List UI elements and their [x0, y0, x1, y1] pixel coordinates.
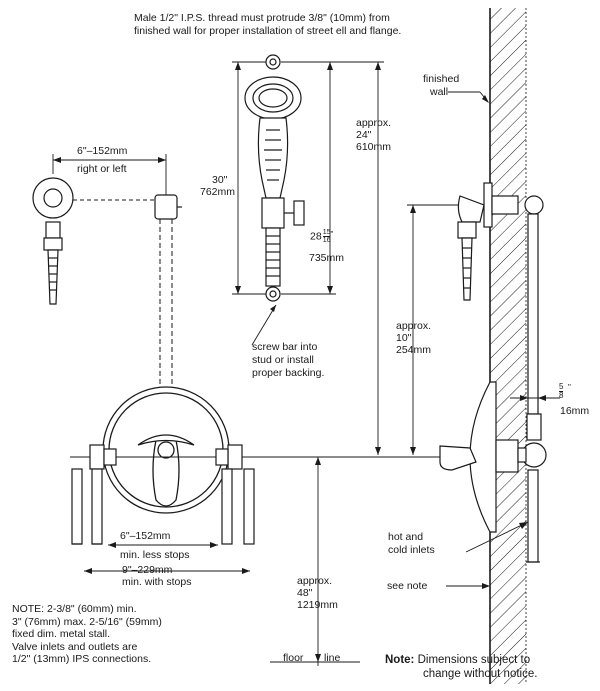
flange-den: 8: [559, 391, 564, 400]
offset-arrows: [53, 157, 166, 163]
bottom-left-note: NOTE: 2-3/8" (60mm) min. 3" (76mm) max. …: [12, 603, 242, 666]
floor-line-label-2: line: [324, 652, 341, 664]
screw-note-3: proper backing.: [252, 367, 325, 379]
bottom-note-line-3: fixed dim. metal stall.: [12, 628, 111, 640]
bottom-right-note-1: Dimensions subject to: [417, 654, 531, 666]
screw-note-2: stud or install: [252, 354, 314, 366]
finished-wall: [489, 8, 527, 684]
approx48-label-3: 1219mm: [297, 599, 338, 611]
dashed-riser: [159, 219, 173, 395]
bottom-note-line-5: 1/2" (13mm) IPS connections.: [12, 653, 152, 665]
approx24-label-3: 610mm: [356, 141, 392, 153]
bottom-right-note-2: change without notice.: [423, 668, 538, 680]
bar28-den: 16: [322, 236, 331, 244]
finished-wall-label-2: wall: [430, 86, 449, 98]
with-stops-label-2: min. with stops: [122, 576, 192, 588]
bottom-right-note: Note: Dimensions subject to change witho…: [385, 653, 595, 681]
valve-body-stops: [70, 444, 485, 545]
flange-arrows: [520, 395, 546, 401]
with-stops-label-1: 9"–229mm: [122, 564, 173, 576]
bar28-unit: ": [330, 230, 334, 239]
side-leader-arrows: [482, 95, 528, 589]
flange-mm: 16mm: [560, 405, 590, 417]
top-note-line2: finished wall for proper installation of…: [134, 25, 402, 37]
approx48-label-1: approx.: [297, 575, 333, 587]
bottom-note-line-4: Valve inlets and outlets are: [12, 640, 138, 653]
offset-label-1: 6"–152mm: [77, 145, 128, 157]
bar30-label-2: 762mm: [200, 186, 236, 198]
screw-note-1: screw bar into: [252, 341, 318, 353]
dimension-arrows-bar: [235, 62, 416, 455]
offset-elbow-detail: [32, 177, 182, 305]
less-stops-label-2: min. less stops: [120, 549, 190, 561]
bottom-right-note-bold: Note:: [385, 654, 415, 666]
bar28-num: 15: [322, 229, 331, 236]
dimension-lines-bar: [232, 61, 460, 455]
approx24-label-2: 24": [356, 129, 372, 141]
valve-trim-front: [102, 386, 230, 514]
hot-cold-label-2: cold inlets: [388, 544, 435, 556]
approx24-label-1: approx.: [356, 117, 392, 129]
flange-unit: ": [568, 383, 571, 392]
see-note-label: see note: [387, 580, 428, 592]
floor-dimension: [270, 457, 360, 663]
approx48-label-2: 48": [297, 587, 313, 599]
top-note-line1: Male 1/2" I.P.S. thread must protrude 3/…: [134, 12, 390, 24]
side-view-valve: [439, 381, 547, 563]
less-stops-dimension: [84, 544, 250, 572]
bar30-label-1: 30": [212, 174, 228, 186]
bottom-note-line-1: NOTE: 2-3/8" (60mm) min.: [12, 603, 137, 615]
screw-leader: [251, 304, 277, 346]
hot-cold-label-1: hot and: [388, 531, 424, 543]
stops-arrows: [84, 542, 250, 574]
offset-dimension: [52, 154, 167, 201]
less-stops-label-1: 6"–152mm: [120, 530, 171, 542]
bottom-note-line-2: 3" (76mm) max. 2-5/16" (59mm): [12, 615, 162, 628]
approx10-label-2: 10": [396, 332, 412, 344]
bar28-whole: 28: [310, 230, 322, 243]
bar28-mm: 735mm: [309, 252, 345, 264]
floor-line-label-1: floor: [283, 652, 304, 664]
finished-wall-label-1: finished: [423, 73, 460, 85]
offset-label-2: right or left: [77, 163, 127, 175]
hand-shower-front: [244, 54, 305, 302]
flange-num: 5: [559, 382, 564, 391]
approx10-label-3: 254mm: [396, 344, 432, 356]
side-view-outlet: [457, 182, 544, 415]
approx10-label-1: approx.: [396, 320, 432, 332]
